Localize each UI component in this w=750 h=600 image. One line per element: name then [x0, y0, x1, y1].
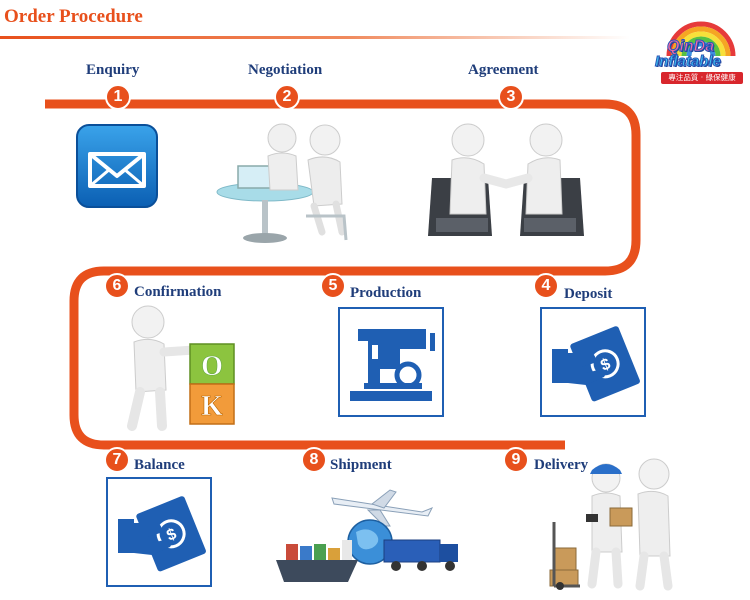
step-2-number: 2	[274, 84, 300, 110]
logo-tagline: 專注品質 · 綠保健康	[661, 72, 743, 84]
step-8-label: Shipment	[330, 457, 392, 473]
step-5-number: 5	[320, 273, 346, 299]
step-2-label: Negotiation	[248, 62, 323, 78]
brand-logo: QinDa Inflatable 專注品質 · 綠保健康	[655, 16, 747, 86]
ok-block-letter-o: O	[201, 351, 223, 382]
step-6-label: Confirmation	[134, 284, 222, 300]
step-6-number: 6	[104, 273, 130, 299]
step-9-number: 9	[503, 447, 529, 473]
ok-blocks-figure-icon: O K	[118, 300, 244, 432]
envelope-icon	[76, 124, 158, 208]
step-3-number: 3	[498, 84, 524, 110]
ship-plane-truck-icon	[272, 482, 468, 590]
step-9-label: Delivery	[534, 457, 589, 473]
step-1-label: Enquiry	[86, 62, 140, 78]
rainbow-icon	[666, 21, 736, 57]
step-7-number: 7	[104, 447, 130, 473]
page-title: Order Procedure	[4, 6, 143, 27]
negotiation-figures-icon	[210, 120, 356, 248]
title-underline	[0, 36, 630, 39]
hand-money-icon: $	[106, 477, 212, 587]
step-4-label: Deposit	[564, 286, 613, 302]
step-5-label: Production	[350, 285, 422, 301]
step-4-number: 4	[533, 273, 559, 299]
hand-money-icon: $	[540, 307, 646, 417]
ok-block-letter-k: K	[201, 391, 223, 422]
logo-wordmark-line1: QinDa	[666, 38, 715, 56]
logo-wordmark-line2: Inflatable	[655, 53, 722, 71]
step-3-label: Agreement	[468, 62, 539, 78]
sewing-machine-icon	[338, 307, 444, 417]
step-8-number: 8	[301, 447, 327, 473]
step-7-label: Balance	[134, 457, 185, 473]
step-1-number: 1	[105, 84, 131, 110]
delivery-figures-icon	[546, 452, 686, 592]
handshake-laptops-icon	[426, 118, 586, 242]
